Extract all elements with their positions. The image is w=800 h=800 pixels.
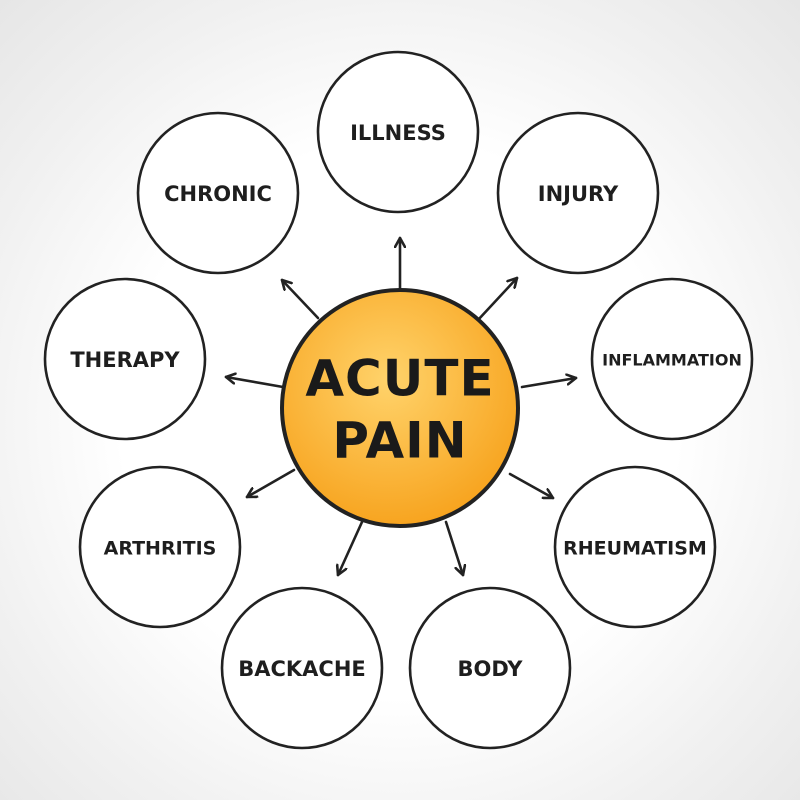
node-label-rheumatism: RHEUMATISM bbox=[563, 538, 707, 560]
node-backache: BACKACHE bbox=[220, 586, 384, 750]
node-circle-injury bbox=[496, 111, 660, 275]
node-label-injury: INJURY bbox=[538, 182, 619, 206]
node-rheumatism: RHEUMATISM bbox=[553, 465, 717, 629]
arrow-to-therapy bbox=[224, 377, 285, 389]
center-label-line1: ACUTE bbox=[305, 350, 494, 408]
arrow-to-chronic bbox=[280, 278, 320, 320]
node-label-backache: BACKACHE bbox=[238, 657, 366, 681]
node-circle-rheumatism bbox=[553, 465, 717, 629]
node-body: BODY bbox=[408, 586, 572, 750]
center-label-line2: PAIN bbox=[332, 412, 467, 470]
node-arthritis: ARTHRITIS bbox=[78, 465, 242, 629]
node-therapy: THERAPY bbox=[43, 277, 207, 441]
node-label-illness: ILLNESS bbox=[350, 121, 446, 145]
arrow-to-arthritis bbox=[245, 468, 296, 499]
nodes-group: ILLNESS INJURY INFLAMMATION RHEUMATISM BODY B… bbox=[43, 50, 754, 750]
node-label-arthritis: ARTHRITIS bbox=[104, 538, 217, 560]
node-label-therapy: THERAPY bbox=[70, 348, 180, 372]
center-node: ACUTE PAIN bbox=[280, 288, 520, 528]
node-illness: ILLNESS bbox=[316, 50, 480, 214]
node-circle-body bbox=[408, 586, 572, 750]
arrow-to-body bbox=[444, 520, 463, 577]
arrows-group bbox=[224, 236, 578, 577]
node-circle-inflammation bbox=[590, 277, 754, 441]
center-circle bbox=[280, 288, 520, 528]
node-circle-illness bbox=[316, 50, 480, 214]
node-chronic: CHRONIC bbox=[136, 111, 300, 275]
node-injury: INJURY bbox=[496, 111, 660, 275]
arrow-to-rheumatism bbox=[508, 472, 555, 500]
node-circle-arthritis bbox=[78, 465, 242, 629]
arrow-to-backache bbox=[338, 520, 364, 577]
node-circle-backache bbox=[220, 586, 384, 750]
node-circle-therapy bbox=[43, 277, 207, 441]
node-label-inflammation: INFLAMMATION bbox=[602, 351, 742, 370]
node-inflammation: INFLAMMATION bbox=[590, 277, 754, 441]
node-circle-chronic bbox=[136, 111, 300, 275]
node-label-body: BODY bbox=[458, 657, 524, 681]
arrow-to-inflammation bbox=[520, 378, 578, 389]
arrow-to-injury bbox=[476, 276, 519, 322]
node-label-chronic: CHRONIC bbox=[164, 182, 272, 206]
